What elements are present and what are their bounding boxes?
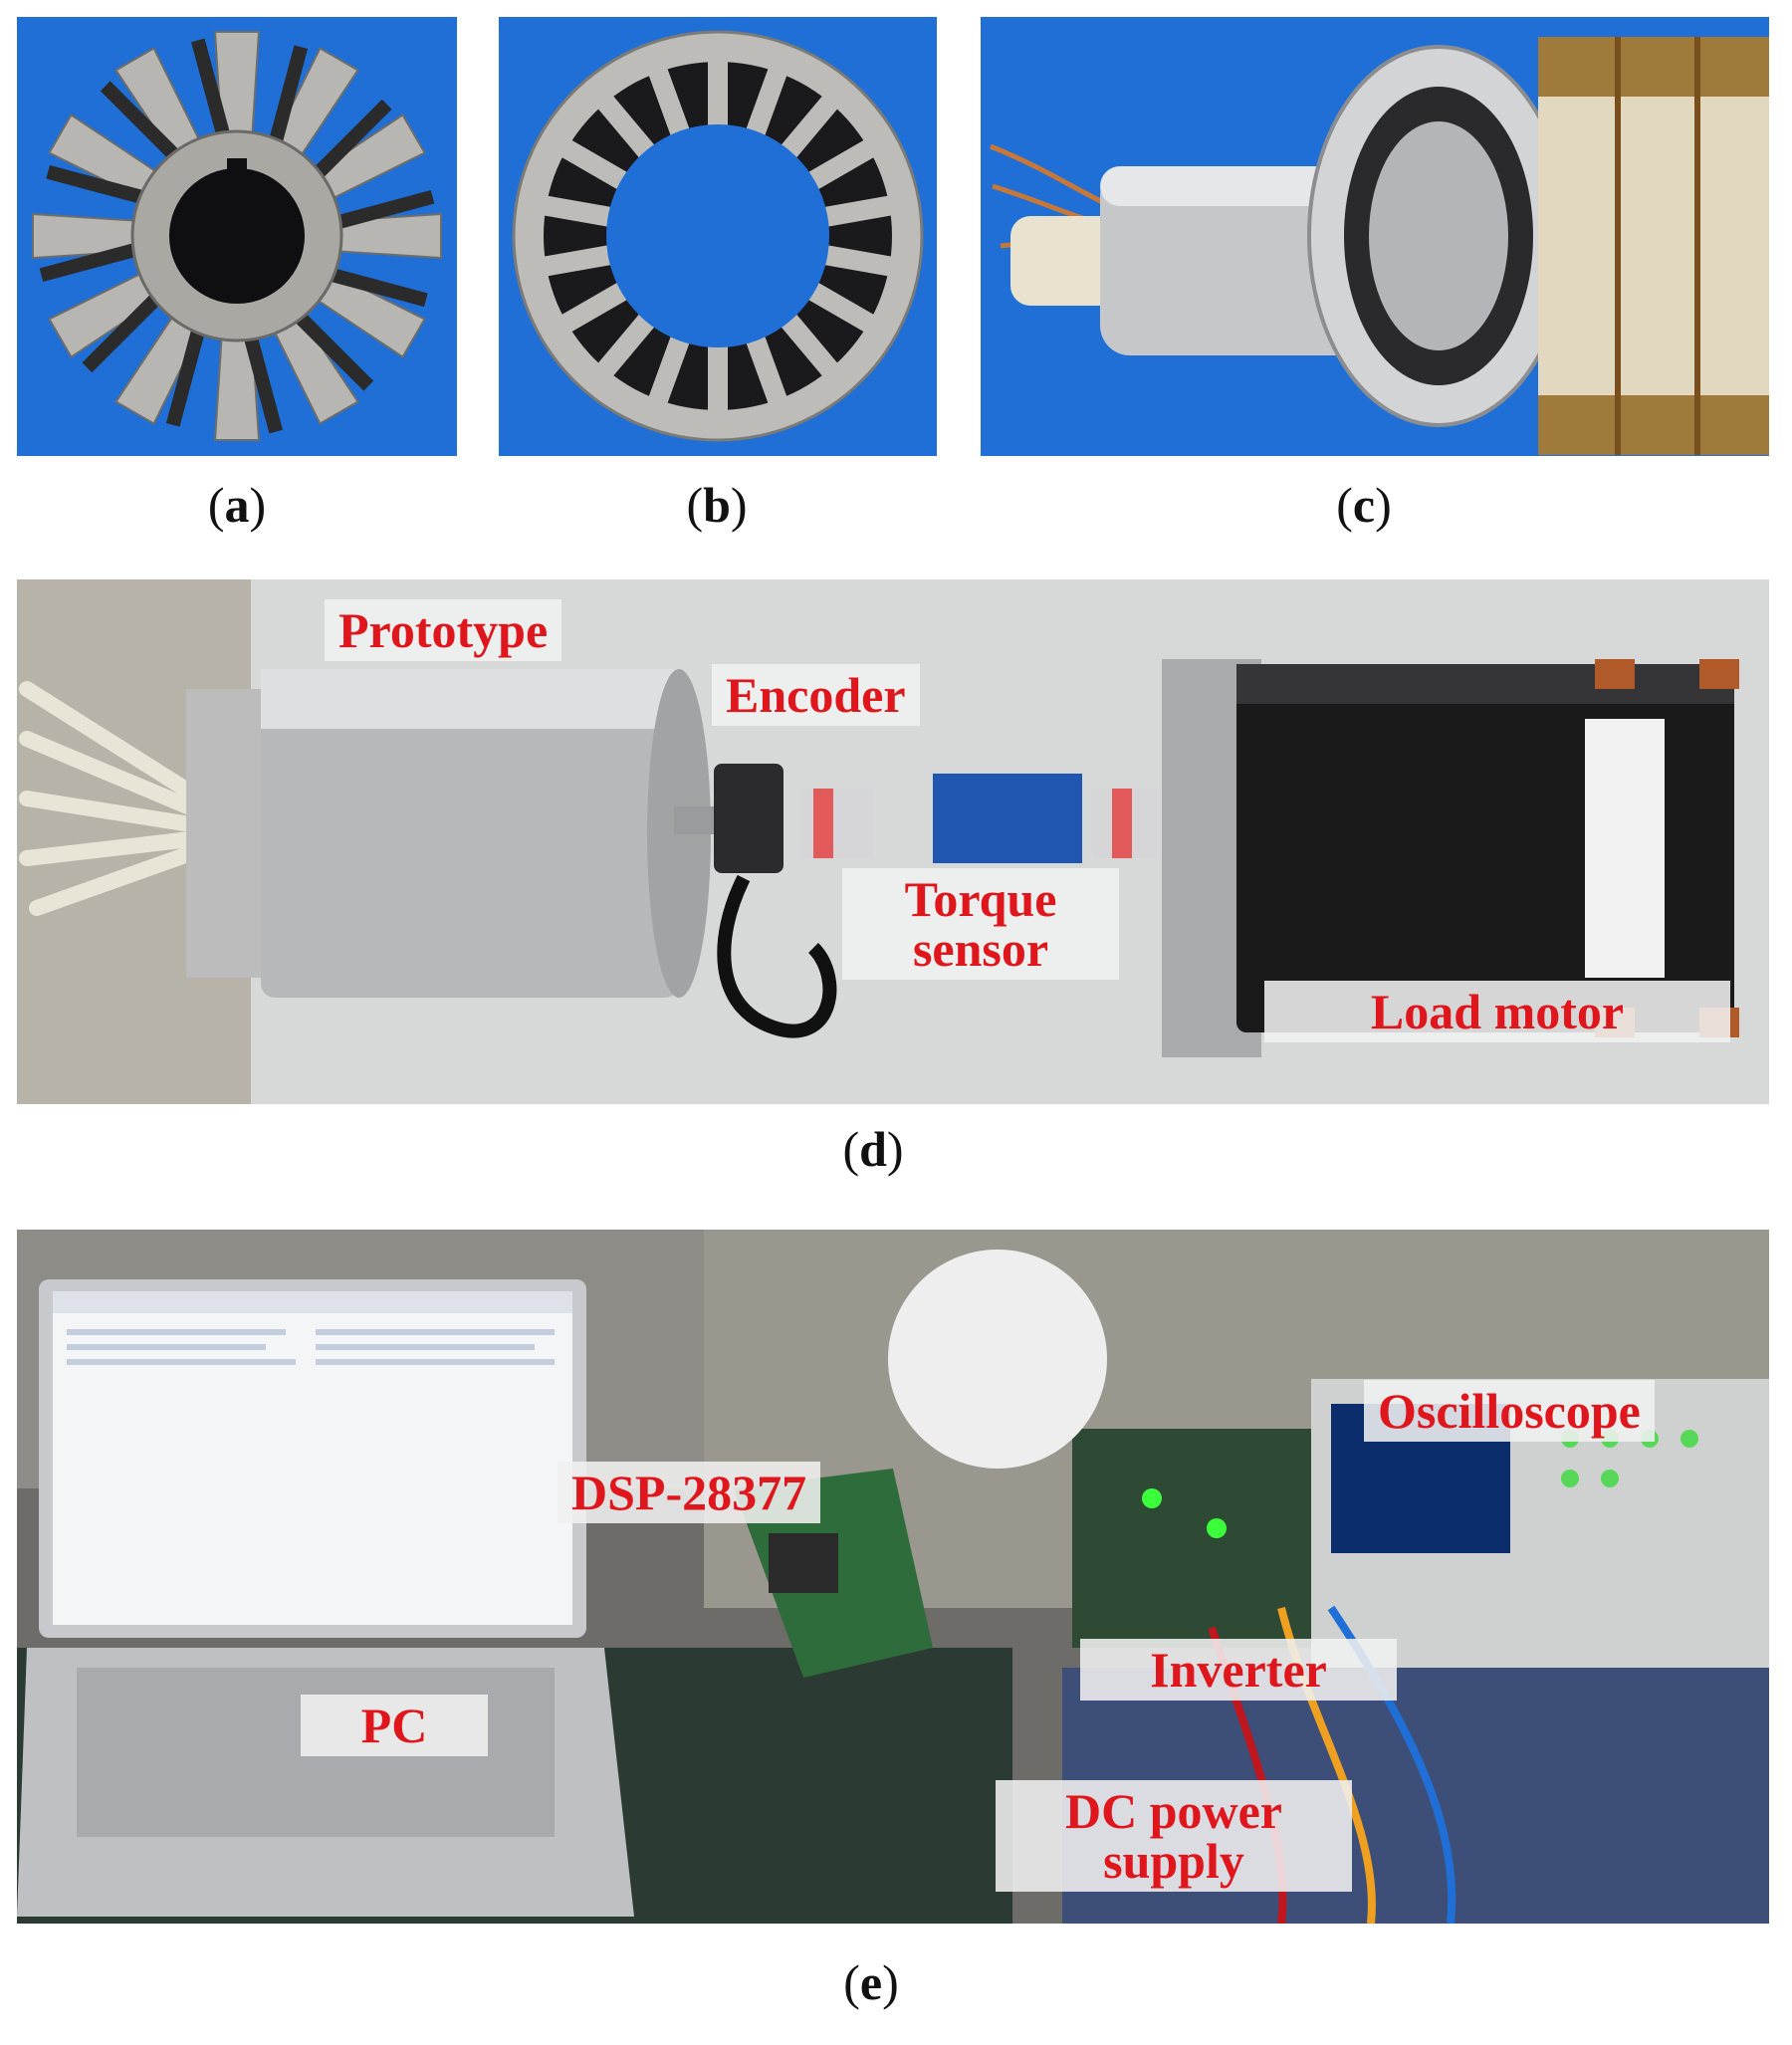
caption-a: (a) [207, 477, 267, 533]
label-torque-line1: Torque [904, 871, 1057, 927]
label-encoder: Encoder [712, 664, 920, 726]
label-prototype: Prototype [325, 599, 562, 661]
caption-d: (d) [842, 1121, 904, 1177]
label-torque-sensor: Torque sensor [842, 868, 1119, 980]
photo-a-rotor-lamination [17, 17, 457, 456]
label-oscilloscope: Oscilloscope [1364, 1380, 1655, 1442]
label-pc: PC [301, 1695, 488, 1756]
caption-e: (e) [843, 1954, 899, 2010]
label-dsp-28377: DSP-28377 [558, 1462, 821, 1523]
label-dc-power-supply: DC power supply [996, 1780, 1352, 1892]
label-torque-line2: sensor [912, 921, 1049, 977]
caption-b: (b) [686, 477, 748, 533]
photo-b-stator-lamination [499, 17, 937, 456]
label-dc-line2: supply [1103, 1833, 1244, 1889]
photo-c-wound-assembly [981, 17, 1769, 456]
label-inverter: Inverter [1080, 1639, 1397, 1701]
label-dc-line1: DC power [1064, 1783, 1283, 1839]
caption-c: (c) [1336, 477, 1392, 533]
label-load-motor: Load motor [1264, 981, 1730, 1042]
photo-e-lab-setup [17, 1230, 1769, 1924]
